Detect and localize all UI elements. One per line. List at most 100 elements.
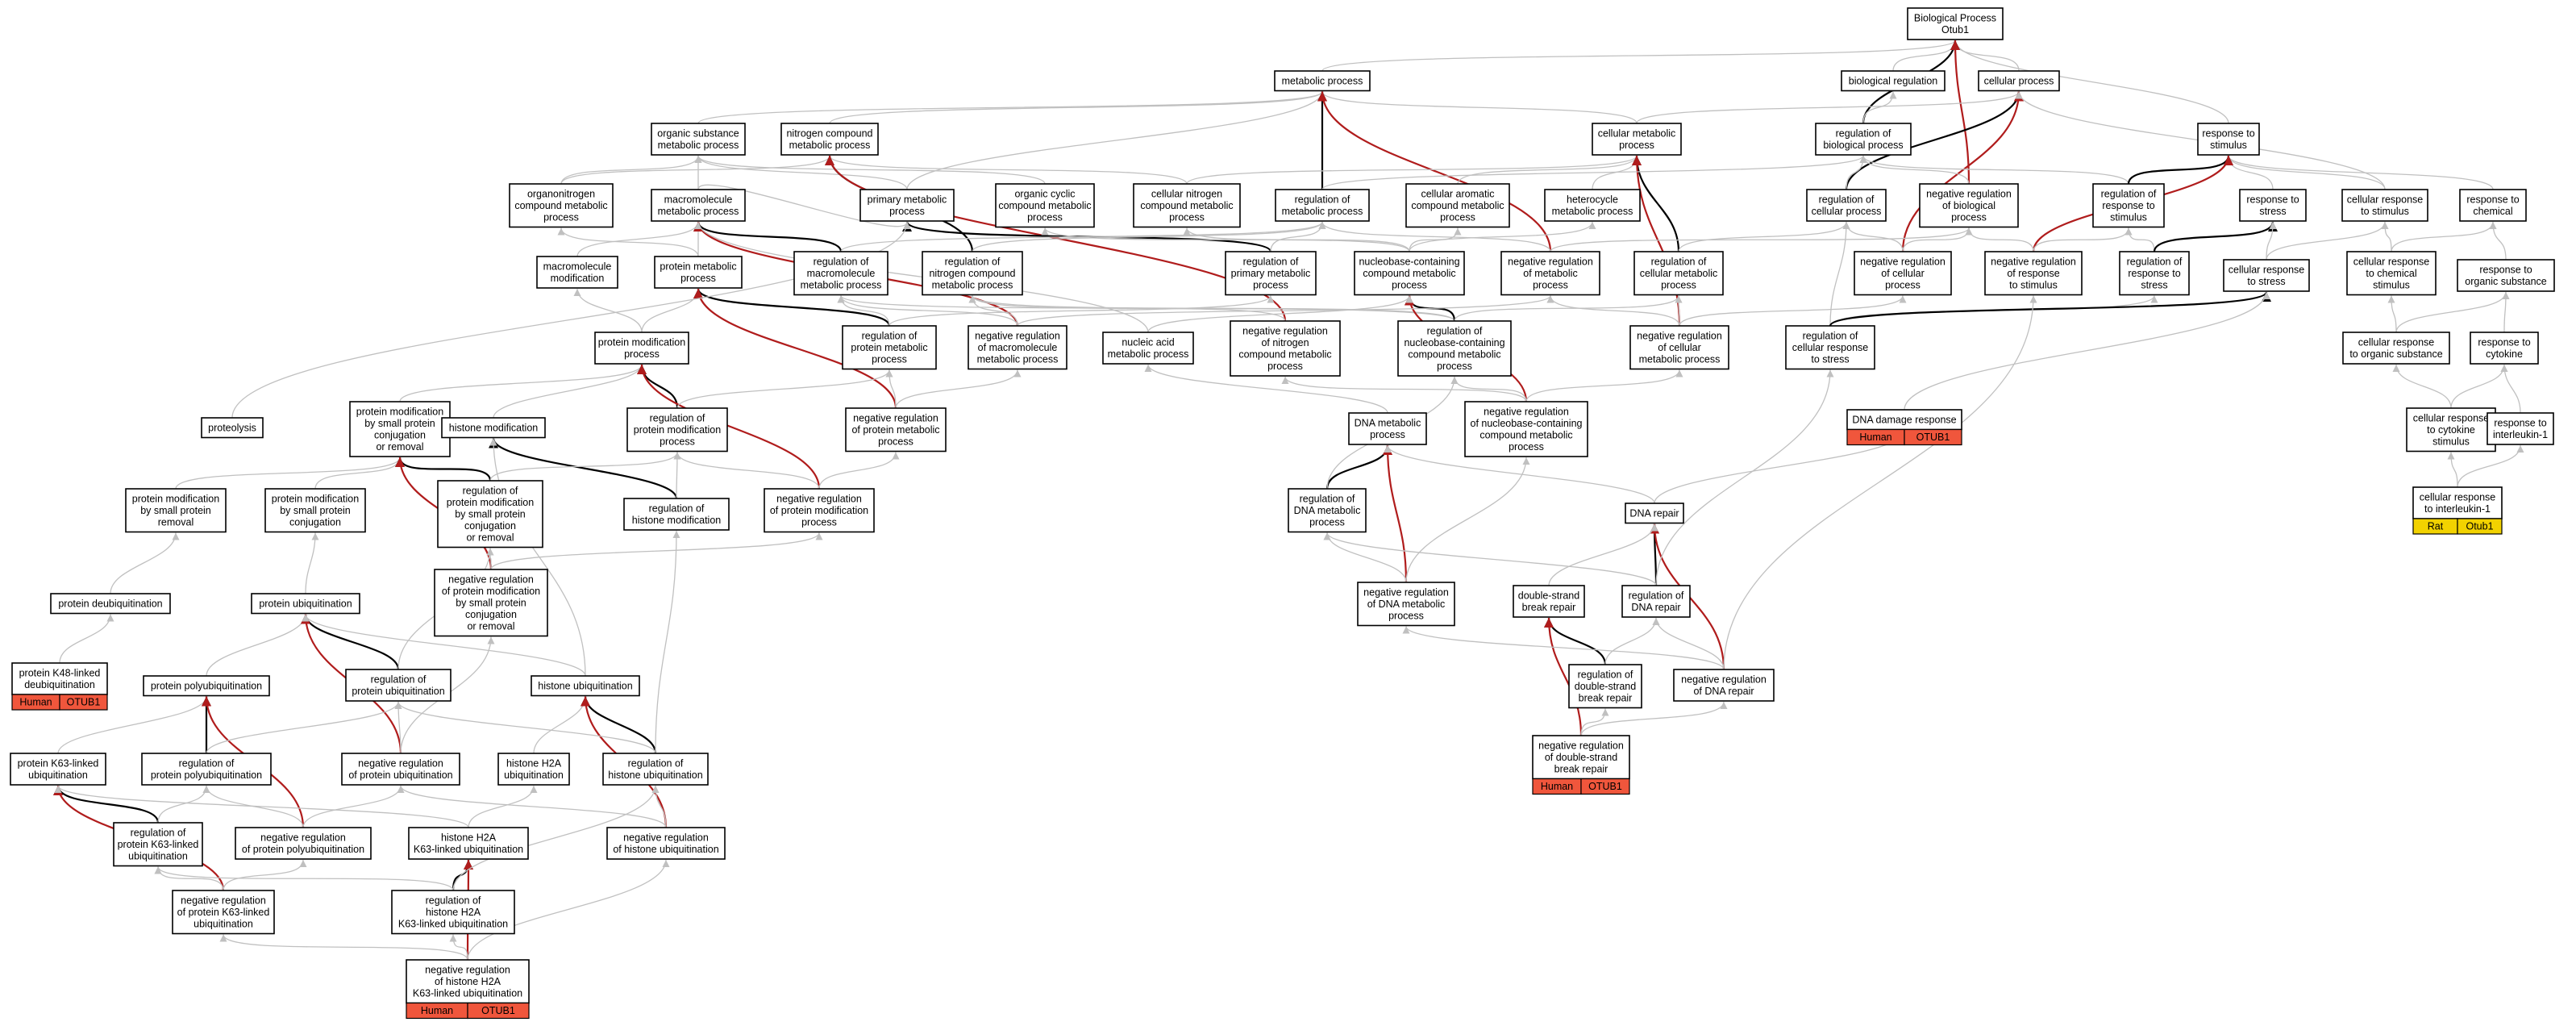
- node-box: [1102, 332, 1194, 365]
- go-term-node-protubiq[interactable]: protein ubiquitination: [251, 593, 360, 615]
- go-term-node-dnarep[interactable]: DNA repair: [1625, 503, 1684, 524]
- node-label-line: DNA repair: [1631, 602, 1680, 613]
- go-term-node-metab[interactable]: metabolic process: [1274, 70, 1371, 92]
- go-term-node-histmod[interactable]: histone modification: [441, 417, 546, 439]
- edge-gray-negdnarep-to-negresp: [1723, 295, 2037, 670]
- go-term-node-deubiq[interactable]: protein deubiquitination: [50, 593, 171, 615]
- node-box: [842, 325, 937, 370]
- go-term-node-regnucleo[interactable]: regulation ofnucleobase-containingcompou…: [1397, 320, 1512, 377]
- go-term-node-histubiq[interactable]: histone ubiquitination: [531, 675, 640, 697]
- go-term-node-polyubiq[interactable]: protein polyubiquitination: [143, 675, 270, 697]
- node-label-line: regulation of: [1629, 590, 1684, 601]
- edge-gray-regmacro-to-regmetab: [840, 221, 1326, 252]
- edge-gray-regnitro-to-regmetab: [972, 221, 1326, 252]
- go-term-node-cellproc[interactable]: cellular process: [1978, 70, 2060, 92]
- node-label-line: negative regulation: [1926, 188, 2012, 199]
- node-label-line: protein polyubiquitination: [151, 770, 262, 781]
- go-term-node-proteo[interactable]: proteolysis: [201, 417, 264, 439]
- edge-gray-negcell-to-regcell: [1842, 221, 1904, 252]
- go-term-node-bioreg[interactable]: biological regulation: [1841, 70, 1946, 92]
